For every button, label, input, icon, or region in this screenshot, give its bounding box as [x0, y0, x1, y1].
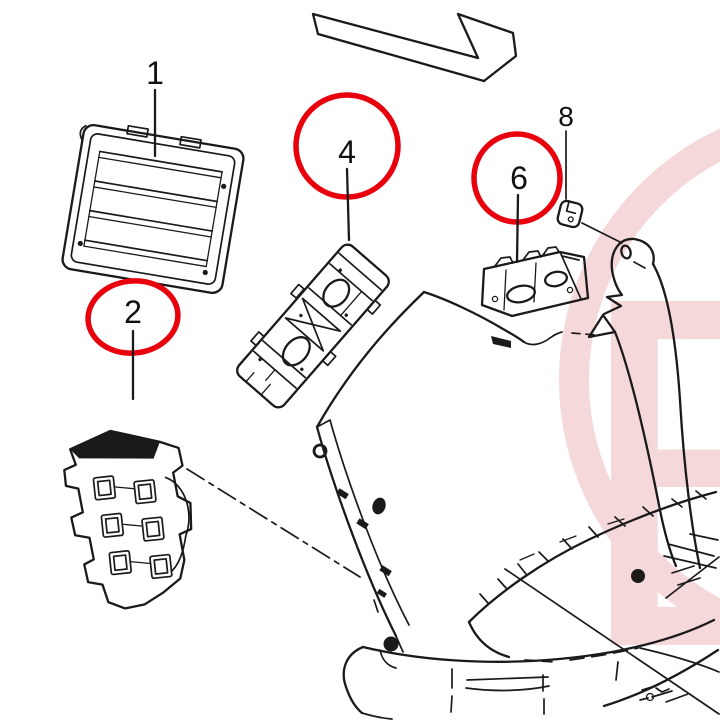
part-8-pointer-line [581, 222, 623, 244]
part-2-annotation-circle[interactable] [84, 276, 181, 357]
part-6-bracket-drawing [480, 246, 590, 318]
part-6-leader-line [515, 193, 520, 264]
front-bumper-drawing [342, 618, 720, 720]
top-beam-part [311, 12, 518, 83]
right-arm-bracket-drawing [587, 237, 702, 570]
part-4-truss-drawing [236, 243, 390, 409]
headlight-cowl-drawing [467, 490, 720, 673]
part-1-label[interactable]: 1 [146, 55, 164, 91]
part-6-label[interactable]: 6 [510, 160, 528, 196]
part-2-pointer-line [186, 468, 361, 578]
watermark-ring [559, 128, 720, 632]
part-2-bracket-drawing [63, 429, 193, 610]
front-fairing-drawing [312, 290, 597, 669]
part-4-leader-line [345, 167, 351, 242]
part-8-clip-drawing [556, 199, 584, 229]
watermark-logo: E [559, 128, 720, 720]
part-8-label[interactable]: 8 [558, 101, 574, 132]
watermark-letter: E [570, 192, 720, 720]
part-4-label[interactable]: 4 [338, 134, 356, 170]
reference-leader-lines [504, 556, 720, 715]
part-2-label[interactable]: 2 [124, 294, 142, 330]
part-1-grille-drawing [61, 123, 245, 295]
